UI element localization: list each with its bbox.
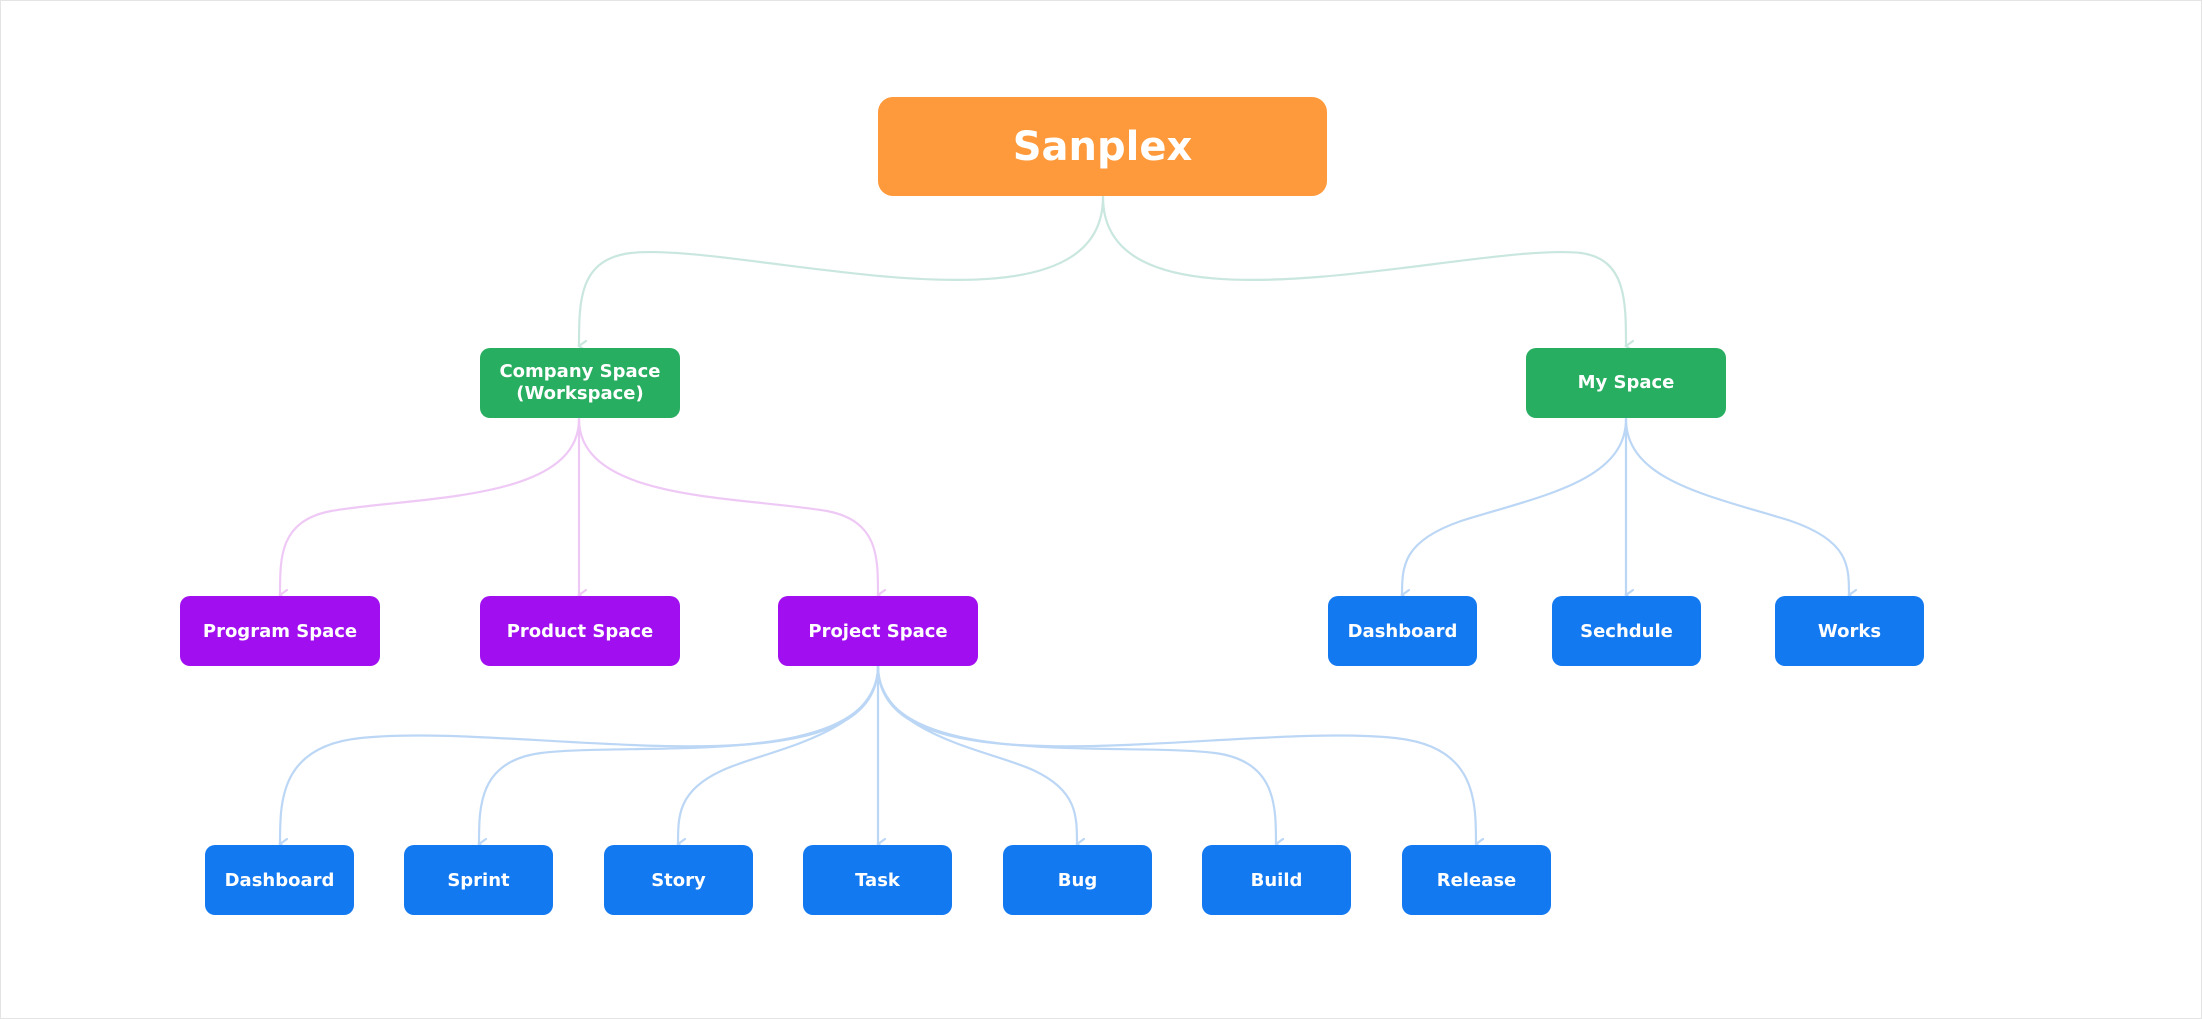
node-program-space[interactable]: Program Space [180,596,380,666]
edge-project-to-sprint [479,664,880,844]
node-my-sechdule[interactable]: Sechdule [1552,596,1701,666]
node-project-space-label: Project Space [808,620,948,642]
node-my-dashboard-label: Dashboard [1347,620,1458,642]
node-sanplex[interactable]: Sanplex [878,97,1327,196]
node-project-space[interactable]: Project Space [778,596,978,666]
node-project-dashboard[interactable]: Dashboard [205,845,354,915]
edge-my-to-dashboard [1402,417,1628,595]
node-project-story[interactable]: Story [604,845,753,915]
edge-company-to-project-space [577,417,878,595]
node-project-story-label: Story [651,869,706,891]
node-project-bug-label: Bug [1057,869,1098,891]
edge-root-to-company-space [579,195,1105,346]
node-company-space-label: Company Space (Workspace) [499,361,661,404]
node-my-space-label: My Space [1577,372,1675,393]
edge-project-to-build [876,664,1276,844]
edge-project-to-release [876,664,1476,844]
node-product-space[interactable]: Product Space [480,596,680,666]
node-program-space-label: Program Space [202,620,358,642]
edge-project-to-story [678,664,880,844]
node-project-release-label: Release [1436,869,1517,891]
node-project-build[interactable]: Build [1202,845,1351,915]
edge-project-to-bug [876,664,1077,844]
node-project-sprint[interactable]: Sprint [404,845,553,915]
node-my-dashboard[interactable]: Dashboard [1328,596,1477,666]
node-my-works-label: Works [1817,620,1882,642]
node-my-space[interactable]: My Space [1526,348,1726,418]
edge-my-to-works [1624,417,1849,595]
node-project-bug[interactable]: Bug [1003,845,1152,915]
node-project-build-label: Build [1250,869,1303,891]
edge-root-to-my-space [1101,195,1626,346]
edge-project-to-dashboard [280,664,880,844]
node-sanplex-label: Sanplex [1012,123,1193,170]
node-my-works[interactable]: Works [1775,596,1924,666]
node-my-sechdule-label: Sechdule [1580,620,1673,642]
node-project-task-label: Task [855,869,900,891]
node-project-dashboard-label: Dashboard [224,869,335,891]
edge-company-to-program-space [280,417,581,595]
node-project-sprint-label: Sprint [447,869,510,891]
node-project-release[interactable]: Release [1402,845,1551,915]
node-company-space[interactable]: Company Space (Workspace) [480,348,680,418]
node-product-space-label: Product Space [506,620,654,642]
node-project-task[interactable]: Task [803,845,952,915]
